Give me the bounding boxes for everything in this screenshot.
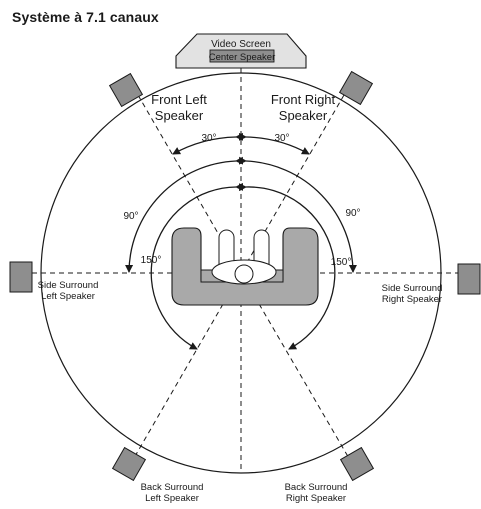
arc-back-left <box>150 182 244 350</box>
angle-front-left: 30° <box>201 133 216 144</box>
page-title: Système à 7.1 canaux <box>12 9 159 25</box>
angle-arcs <box>125 132 357 350</box>
angle-back-left: 150° <box>141 255 162 266</box>
angle-side-left: 90° <box>123 211 138 222</box>
side-right-speaker <box>457 263 481 295</box>
front-right-label-line1: Front Right <box>271 92 336 107</box>
arc-front-right <box>238 132 310 155</box>
back-left-label-line1: Back Surround <box>141 482 204 493</box>
speakers <box>9 70 481 482</box>
angle-back-right: 150° <box>331 257 352 268</box>
side-left-label-line1: Side Surround <box>38 280 99 291</box>
arc-back-right <box>238 183 336 350</box>
front-right-speaker <box>338 70 374 106</box>
side-left-speaker <box>9 261 33 293</box>
speaker-labels: Front Left Speaker Front Right Speaker S… <box>38 92 443 504</box>
front-left-label-line2: Speaker <box>155 108 204 123</box>
angle-labels: 30° 30° 90° 90° 150° 150° <box>123 133 360 268</box>
front-left-label-line1: Front Left <box>151 92 207 107</box>
video-screen: Video Screen Center Speaker <box>175 33 307 69</box>
listener <box>211 229 277 285</box>
back-right-label-line1: Back Surround <box>285 482 348 493</box>
arc-side-left <box>125 156 244 273</box>
listener-head <box>234 264 254 284</box>
back-right-speaker <box>339 446 375 482</box>
side-right-label-line2: Right Speaker <box>382 294 442 305</box>
arc-side-right <box>238 156 357 273</box>
back-left-speaker <box>111 446 147 482</box>
angle-front-right: 30° <box>274 133 289 144</box>
center-speaker <box>209 49 275 63</box>
front-right-label-line2: Speaker <box>279 108 328 123</box>
back-left-label-line2: Left Speaker <box>145 493 199 504</box>
video-screen-label: Video Screen <box>211 39 271 50</box>
back-right-label-line2: Right Speaker <box>286 493 346 504</box>
arc-front-left <box>172 132 244 155</box>
side-left-label-line2: Left Speaker <box>41 291 95 302</box>
angle-side-right: 90° <box>345 208 360 219</box>
side-right-label-line1: Side Surround <box>382 283 443 294</box>
center-speaker-label: Center Speaker <box>209 52 276 63</box>
front-left-speaker <box>108 72 144 108</box>
